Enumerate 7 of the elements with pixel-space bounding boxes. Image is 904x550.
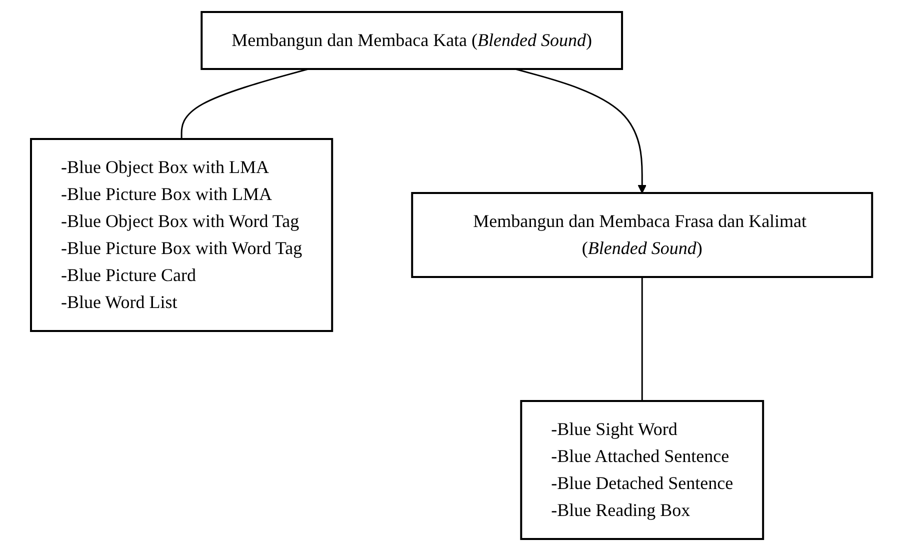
node-box: -Blue Object Box with LMA -Blue Picture Box with LMA -Blue Object Box with Word Tag -Blue Picture Box with Word Tag -Blue Picture Card -Blue Word List	[30, 138, 334, 332]
node-box: Membangun dan Membaca Kata (Blended Sound)	[201, 10, 624, 70]
arrow	[515, 68, 647, 193]
connector	[642, 276, 644, 400]
node-box: -Blue Sight Word -Blue Attached Sentence -Blue Detached Sentence -Blue Reading Box	[520, 400, 764, 540]
connector	[181, 68, 310, 138]
node-box: Membangun dan Membaca Frasa dan Kalimat (Blended Sound)	[412, 192, 874, 278]
